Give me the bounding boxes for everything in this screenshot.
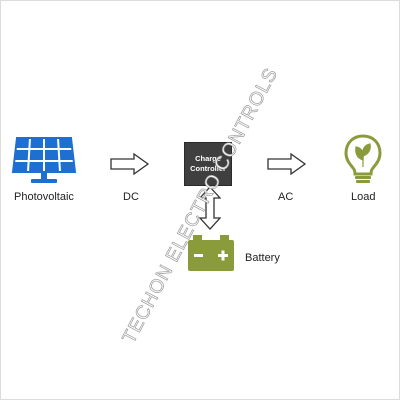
double-arrow-vertical-icon bbox=[199, 186, 221, 230]
load-label: Load bbox=[351, 191, 376, 203]
charge-controller-label-line2: Controller bbox=[190, 164, 226, 173]
battery-label: Battery bbox=[245, 252, 280, 264]
charge-controller-label-line1: Charge bbox=[195, 154, 221, 163]
solar-panel-icon bbox=[11, 137, 77, 183]
battery-icon bbox=[188, 235, 234, 271]
dc-label: DC bbox=[123, 191, 139, 203]
arrow-right-icon bbox=[110, 153, 150, 175]
charge-controller-box: Charge Controller bbox=[184, 142, 232, 186]
light-bulb-icon bbox=[344, 134, 382, 183]
photovoltaic-label: Photovoltaic bbox=[14, 191, 74, 203]
ac-label: AC bbox=[278, 191, 294, 203]
arrow-right-icon bbox=[267, 153, 307, 175]
